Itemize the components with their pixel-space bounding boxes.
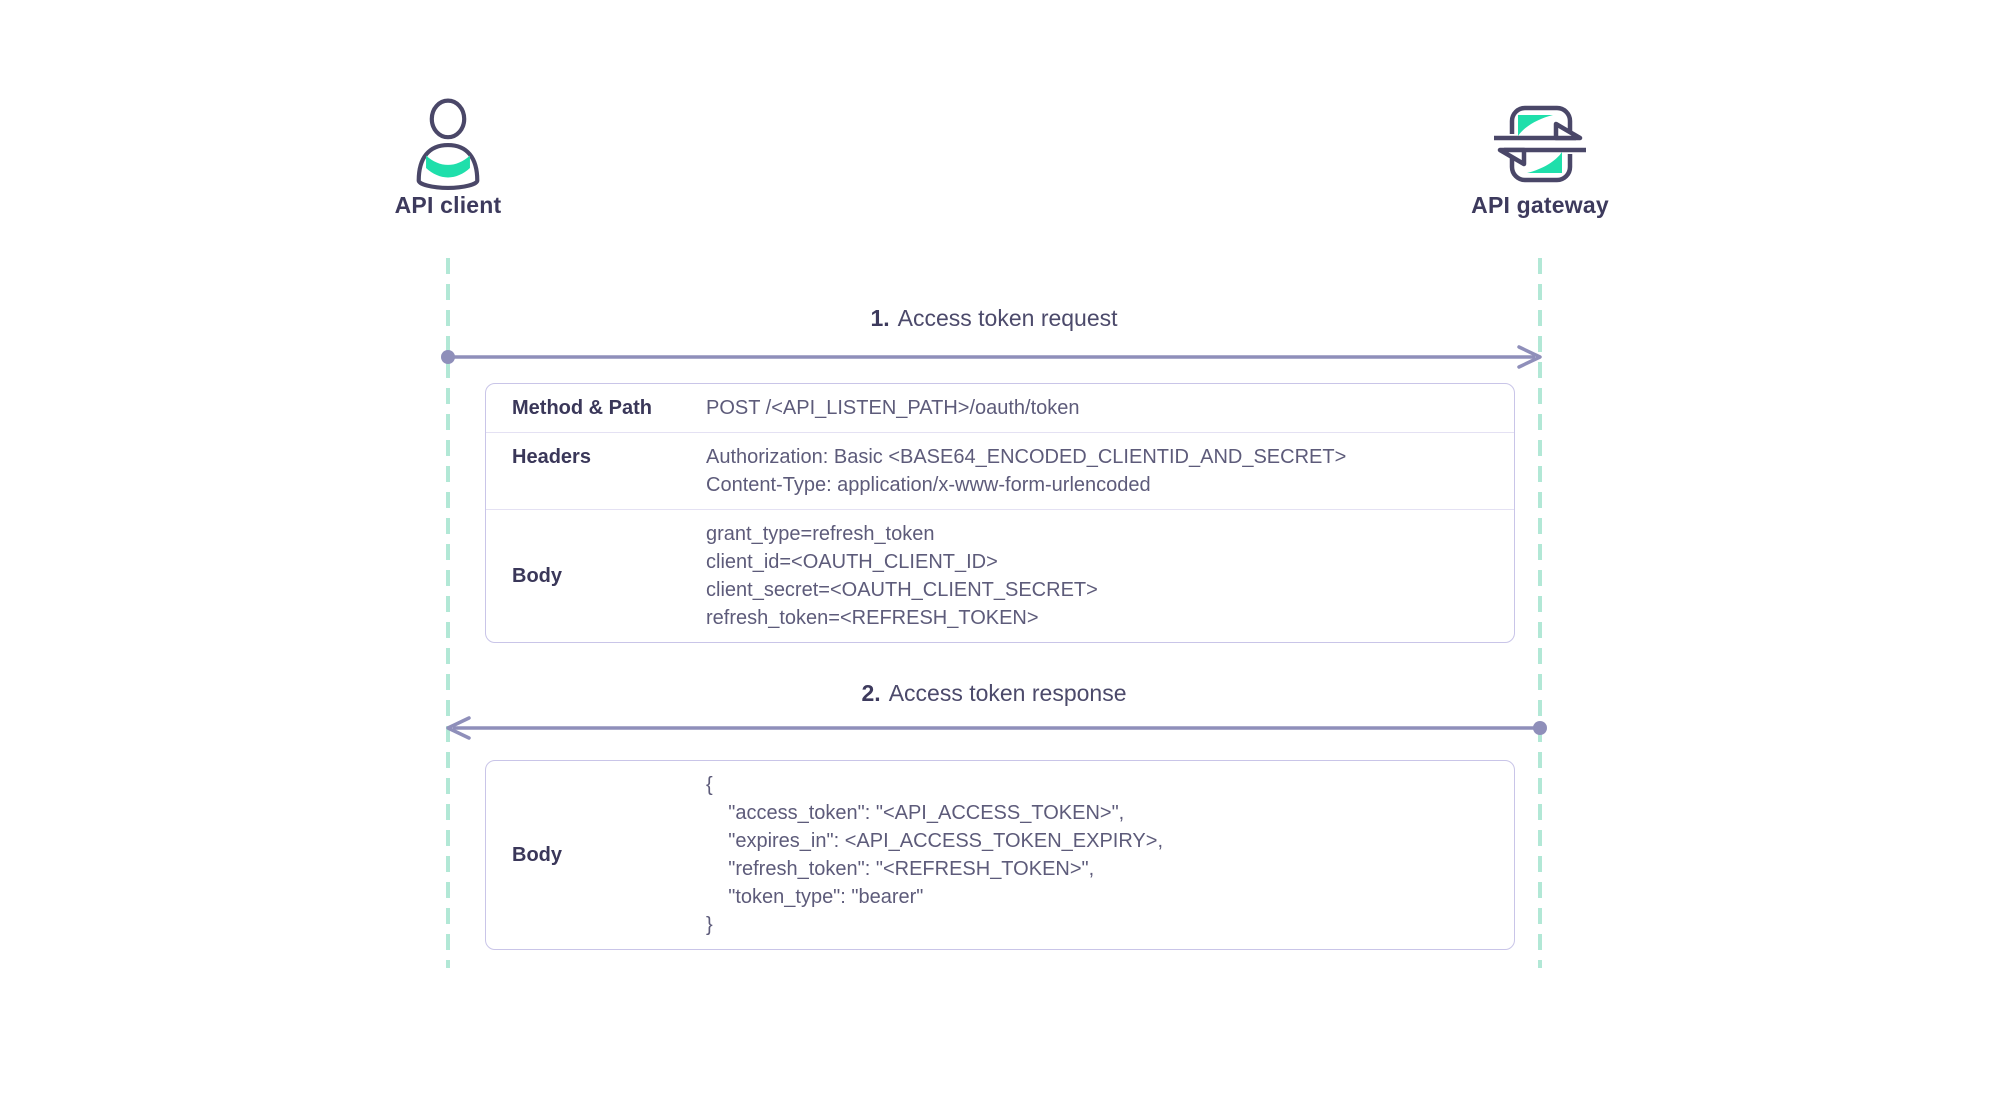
message-number: 1. bbox=[870, 305, 890, 331]
table-row: Body grant_type=refresh_token client_id=… bbox=[486, 509, 1514, 642]
request-details-table: Method & Path POST /<API_LISTEN_PATH>/oa… bbox=[485, 383, 1515, 643]
row-label: Method & Path bbox=[512, 397, 652, 419]
actor-api-client: API client bbox=[348, 96, 548, 219]
user-icon bbox=[348, 96, 548, 192]
actor-label: API client bbox=[394, 192, 502, 218]
actor-label: API gateway bbox=[1471, 192, 1609, 218]
message-text: Access token response bbox=[888, 680, 1127, 706]
response-details-table: Body { "access_token": "<API_ACCESS_TOKE… bbox=[485, 760, 1515, 950]
message-title-request: 1. Access token request bbox=[441, 305, 1547, 332]
table-row: Body { "access_token": "<API_ACCESS_TOKE… bbox=[486, 761, 1514, 949]
row-label: Body bbox=[512, 565, 562, 587]
row-label: Headers bbox=[512, 446, 591, 468]
arrow-right-icon bbox=[441, 345, 1542, 369]
message-number: 2. bbox=[861, 680, 881, 706]
table-row: Headers Authorization: Basic <BASE64_ENC… bbox=[486, 432, 1514, 509]
lifeline-client bbox=[446, 258, 450, 968]
row-value: { "access_token": "<API_ACCESS_TOKEN>", … bbox=[706, 774, 1164, 936]
table-row: Method & Path POST /<API_LISTEN_PATH>/oa… bbox=[486, 384, 1514, 432]
message-title-response: 2. Access token response bbox=[441, 680, 1547, 707]
message-text: Access token request bbox=[897, 305, 1118, 331]
row-label: Body bbox=[512, 844, 562, 866]
row-value: Authorization: Basic <BASE64_ENCODED_CLI… bbox=[706, 446, 1347, 496]
lifeline-gateway bbox=[1538, 258, 1542, 968]
gateway-icon bbox=[1440, 96, 1640, 192]
row-value: grant_type=refresh_token client_id=<OAUT… bbox=[706, 523, 1098, 629]
arrow-left-icon bbox=[446, 716, 1547, 740]
actor-api-gateway: API gateway bbox=[1440, 96, 1640, 219]
row-value: POST /<API_LISTEN_PATH>/oauth/token bbox=[706, 397, 1080, 419]
